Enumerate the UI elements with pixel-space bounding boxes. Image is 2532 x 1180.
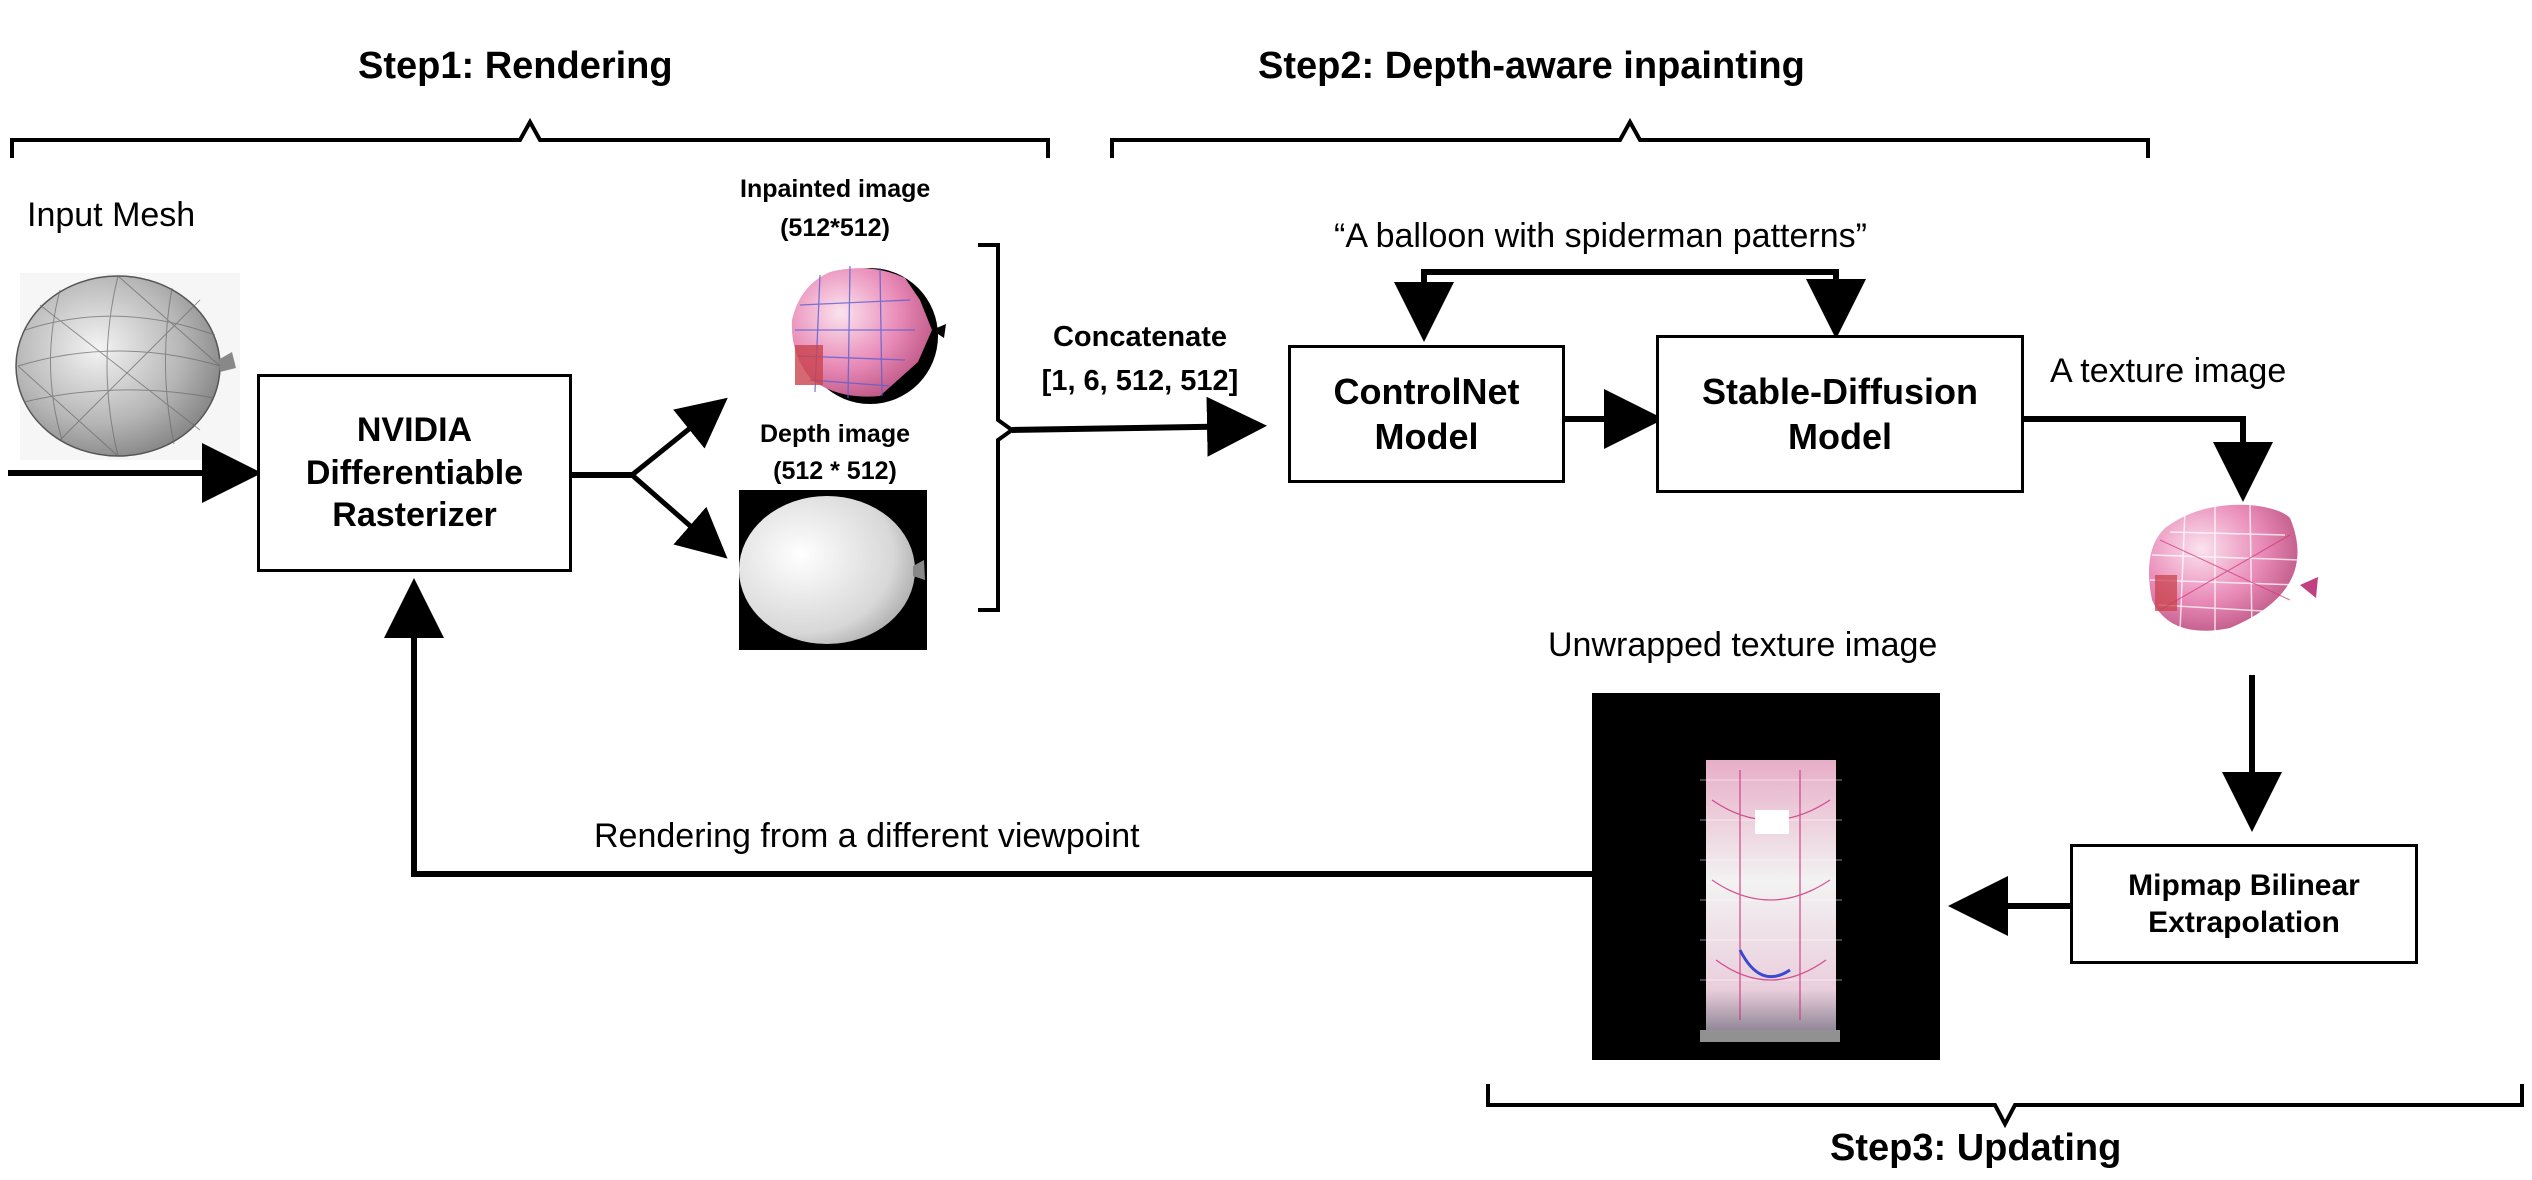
rasterizer-line3: Rasterizer — [332, 496, 497, 535]
step1-title: Step1: Rendering — [358, 45, 673, 87]
stable-diffusion-box: Stable-Diffusion Model — [1656, 335, 2024, 493]
rasterizer-line1: NVIDIA — [356, 411, 473, 450]
unwrapped-label: Unwrapped texture image — [1548, 626, 1938, 664]
inpainted-title: Inpainted image — [740, 175, 931, 203]
mipmap-line2: Extrapolation — [2148, 906, 2340, 939]
concat-shape: [1, 6, 512, 512] — [1041, 365, 1239, 397]
images-bracket — [978, 243, 1016, 612]
arrow-to-depth — [630, 473, 728, 559]
inpainted-size: (512*512) — [780, 214, 890, 242]
feedback-label: Rendering from a different viewpoint — [594, 817, 1140, 855]
depth-size: (512 * 512) — [773, 457, 897, 485]
prompt-text: “A balloon with spiderman patterns” — [1334, 217, 1867, 255]
input-mesh-label: Input Mesh — [27, 196, 196, 234]
mipmap-line1: Mipmap Bilinear — [2128, 868, 2360, 902]
rasterizer-box: NVIDIA Differentiable Rasterizer — [257, 374, 572, 572]
rasterizer-line2: Differentiable — [305, 453, 524, 492]
stable-diffusion-line2: Model — [1788, 416, 1892, 457]
input-mesh-image — [15, 273, 240, 460]
arrow-to-inpainted — [630, 397, 728, 477]
controlnet-box: ControlNet Model — [1288, 345, 1565, 483]
texture-balloon-image — [2148, 504, 2318, 638]
stable-diffusion-line1: Stable-Diffusion — [1702, 371, 1978, 412]
step2-title: Step2: Depth-aware inpainting — [1258, 45, 1805, 87]
feedback-arrow — [384, 578, 1592, 877]
inpainted-image — [791, 265, 946, 404]
unwrapped-texture-image — [1592, 693, 1940, 1060]
sd-to-texture-arrow — [2024, 416, 2273, 502]
step2-brace — [1110, 117, 2150, 158]
texture-image-label: A texture image — [2050, 352, 2287, 390]
concat-arrow — [1011, 396, 1267, 457]
mipmap-box: Mipmap Bilinear Extrapolation — [2070, 844, 2418, 964]
step3-title: Step3: Updating — [1830, 1127, 2122, 1169]
depth-image — [739, 490, 927, 650]
step3-brace — [1486, 1084, 2524, 1129]
controlnet-line2: Model — [1374, 416, 1479, 457]
step1-brace — [10, 117, 1050, 158]
depth-title: Depth image — [759, 420, 911, 448]
controlnet-line1: ControlNet — [1333, 371, 1520, 412]
concat-title: Concatenate — [1052, 321, 1228, 353]
prompt-split-arrow — [1421, 269, 1866, 339]
